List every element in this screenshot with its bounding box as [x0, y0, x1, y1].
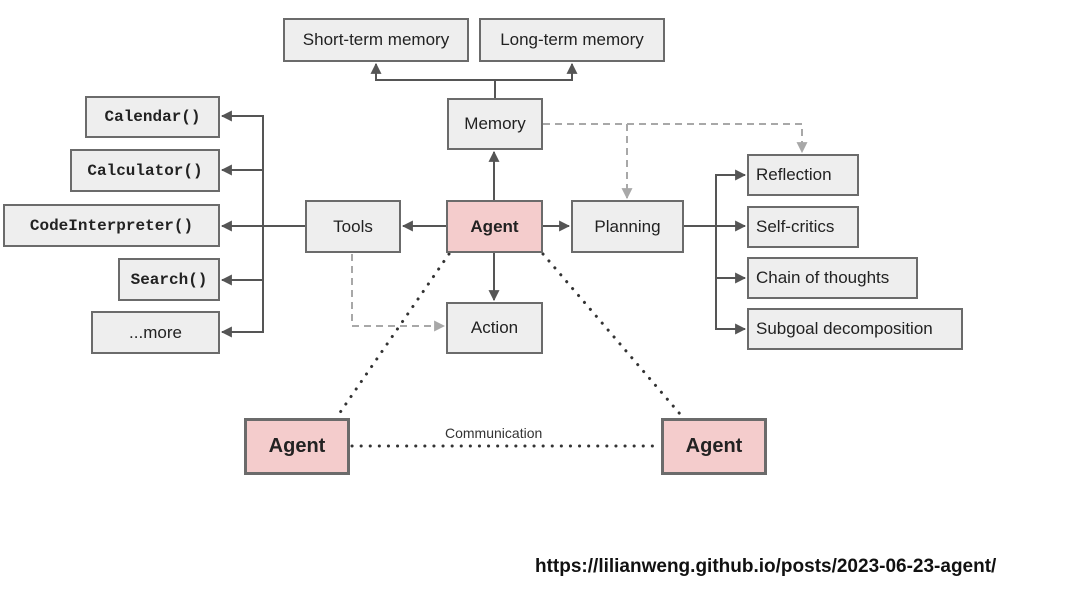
- long-term-memory-box: Long-term memory: [479, 18, 665, 62]
- tool-code-interpreter-box: CodeInterpreter(): [3, 204, 220, 247]
- short-term-memory-box: Short-term memory: [283, 18, 469, 62]
- planning-chain-of-thoughts-box: Chain of thoughts: [747, 257, 918, 299]
- communication-label: Communication: [445, 425, 543, 441]
- memory-box: Memory: [447, 98, 543, 150]
- planning-reflection-box: Reflection: [747, 154, 859, 196]
- tool-more-box: ...more: [91, 311, 220, 354]
- tools-branch-arrows: [220, 110, 305, 338]
- agent-left-box: Agent: [244, 418, 350, 475]
- action-box: Action: [446, 302, 543, 354]
- source-url: https://lilianweng.github.io/posts/2023-…: [535, 556, 997, 577]
- memory-branch-arrows: [370, 62, 578, 98]
- agent-box: Agent: [446, 200, 543, 253]
- tool-search-box: Search(): [118, 258, 220, 301]
- tool-calculator-box: Calculator(): [70, 149, 220, 192]
- planning-box: Planning: [571, 200, 684, 253]
- planning-branch-arrows: [684, 169, 747, 335]
- agent-arrows: [401, 150, 571, 302]
- planning-self-critics-box: Self-critics: [747, 206, 859, 248]
- dashed-arrows: [351, 123, 808, 332]
- agent-right-box: Agent: [661, 418, 767, 475]
- multi-agent-dotted-lines: [337, 252, 682, 448]
- planning-subgoal-decomposition-box: Subgoal decomposition: [747, 308, 963, 350]
- tool-calendar-box: Calendar(): [85, 96, 220, 138]
- tools-box: Tools: [305, 200, 401, 253]
